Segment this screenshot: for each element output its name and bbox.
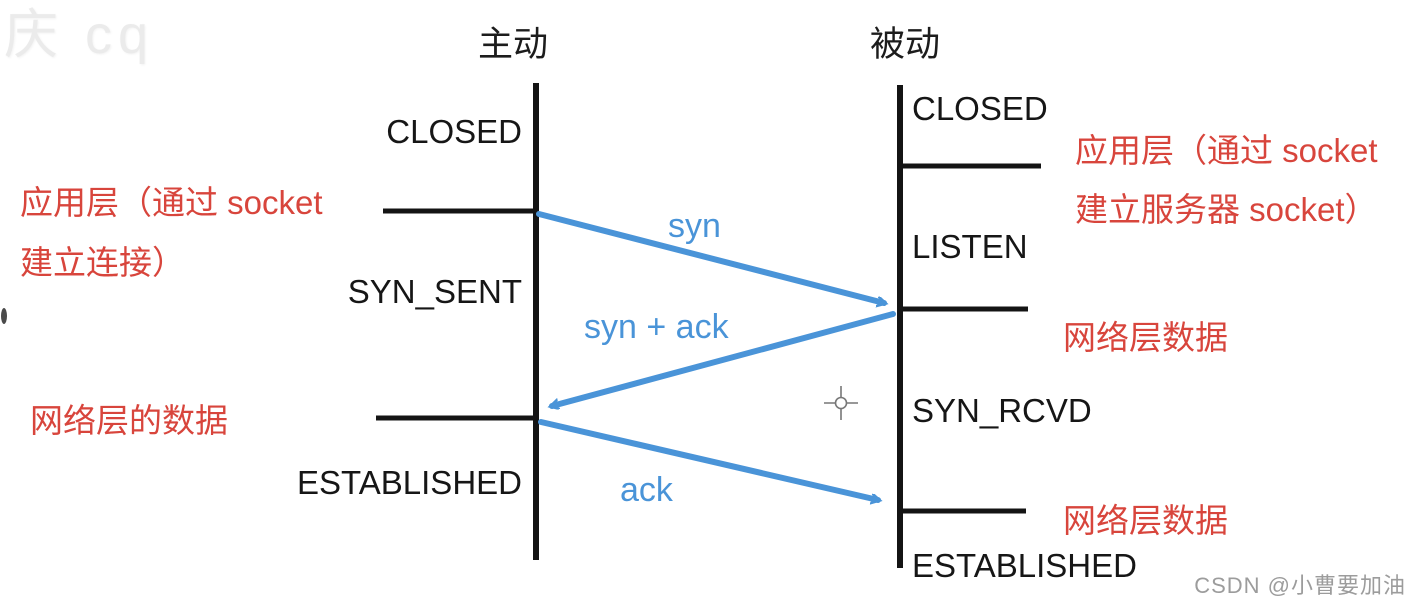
syn-ack-arrow [552, 311, 896, 406]
passive-app-layer-note-line2: 建立服务器 socket） [1075, 191, 1378, 228]
watermark-top-left: 庆 cq [4, 5, 155, 65]
active-app-layer-note-line2: 建立连接） [20, 244, 185, 281]
ack-arrow [538, 419, 878, 500]
active-state-closed: CLOSED [386, 113, 522, 150]
ack-message-label: ack [620, 471, 673, 509]
passive-state-closed: CLOSED [912, 90, 1048, 127]
passive-app-layer-note-line1: 应用层（通过 socket [1075, 132, 1378, 169]
passive-net-layer-note-1: 网络层数据 [1063, 319, 1228, 356]
active-state-established: ESTABLISHED [297, 464, 522, 501]
edge-artifact [1, 308, 7, 324]
active-net-layer-note: 网络层的数据 [30, 402, 228, 439]
passive-column-title: 被动 [870, 25, 941, 64]
passive-net-layer-note-2: 网络层数据 [1063, 502, 1228, 539]
syn-ack-message-label: syn + ack [584, 308, 729, 346]
passive-state-listen: LISTEN [912, 228, 1028, 265]
syn-arrow [536, 211, 884, 303]
active-state-syn-sent: SYN_SENT [347, 273, 522, 310]
crosshair-cursor-icon [824, 386, 858, 420]
passive-state-syn-rcvd: SYN_RCVD [912, 392, 1092, 429]
syn-message-label: syn [668, 207, 721, 245]
watermark-bottom-right: CSDN @小曹要加油 [1194, 573, 1406, 598]
active-column-title: 主动 [478, 25, 549, 64]
passive-state-established: ESTABLISHED [912, 547, 1137, 584]
active-app-layer-note-line1: 应用层（通过 socket [20, 184, 323, 221]
